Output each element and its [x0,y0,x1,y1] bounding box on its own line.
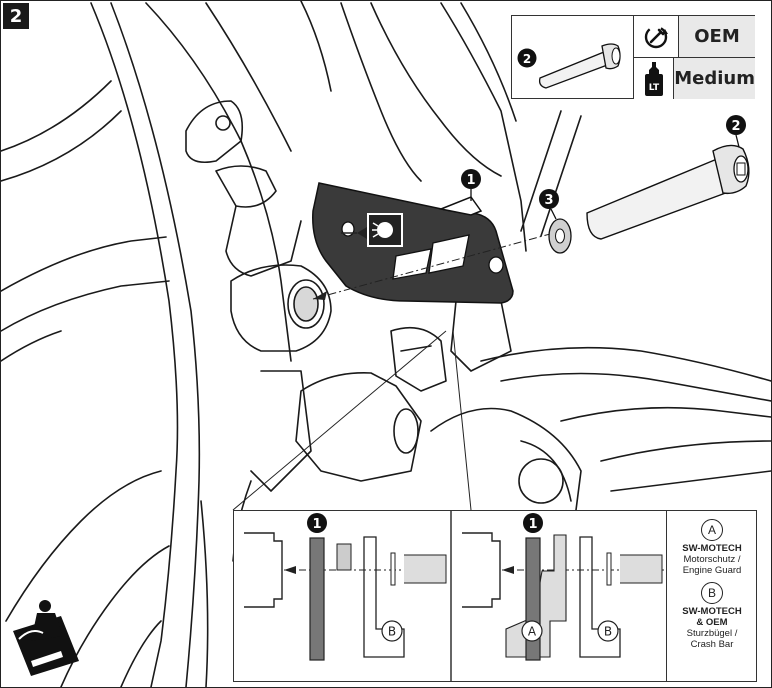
bottle-text: LT [648,83,659,93]
inset-part-legend: A SW-MOTECH Motorschutz / Engine Guard B… [666,511,757,681]
mechanic-workshop-icon [13,600,79,676]
inset-callout-right: 1 [528,517,537,532]
marker-b-left: B [388,625,396,639]
marker-b-right: B [604,625,612,639]
svg-text:3: 3 [544,193,553,208]
legend-b-name-2: & OEM [696,617,728,628]
engine-guard-bracket [312,182,514,304]
callout-marker-2: 2 [726,115,746,148]
light-warning-icon [341,213,403,247]
threadlock-spec-row: LT Medium [634,58,755,99]
threadlock-bottle-icon: LT [644,61,663,96]
socket-head-screw [586,144,750,240]
legend-a-desc-1: Motorschutz / [683,554,741,565]
torque-spec-row: OEM [634,16,755,57]
washer [548,218,572,254]
svg-text:2: 2 [731,119,740,134]
section-view-right: A B 1 [462,513,664,661]
legend-a-desc-2: Engine Guard [682,565,742,576]
callout-marker-3: 3 [539,189,559,220]
section-views: B 1 A B 1 [244,511,664,681]
torque-wrench-icon [644,25,668,48]
svg-text:1: 1 [466,173,475,188]
marker-a-right: A [528,625,537,639]
fastener-spec-legend: 2 OEM LT Medium [511,15,755,99]
screw-thumbnail: 2 [517,43,621,89]
legend-letter-b: B [701,582,723,604]
torque-label: OEM [694,26,740,47]
legend-b-desc-2: Crash Bar [690,639,734,650]
legend-b-desc-1: Sturzbügel / [686,628,738,639]
section-view-inset: B 1 A B 1 A [233,510,757,682]
threadlock-label: Medium [674,68,755,89]
legend-callout: 2 [523,52,531,66]
legend-a-name: SW-MOTECH [682,543,742,554]
legend-letter-a: A [701,519,723,541]
inset-callout-left: 1 [312,517,321,532]
step-number-badge: 2 [3,3,29,29]
callout-marker-1: 1 [461,169,481,201]
section-view-left: B 1 [244,513,447,661]
legend-b-name-1: SW-MOTECH [682,606,742,617]
